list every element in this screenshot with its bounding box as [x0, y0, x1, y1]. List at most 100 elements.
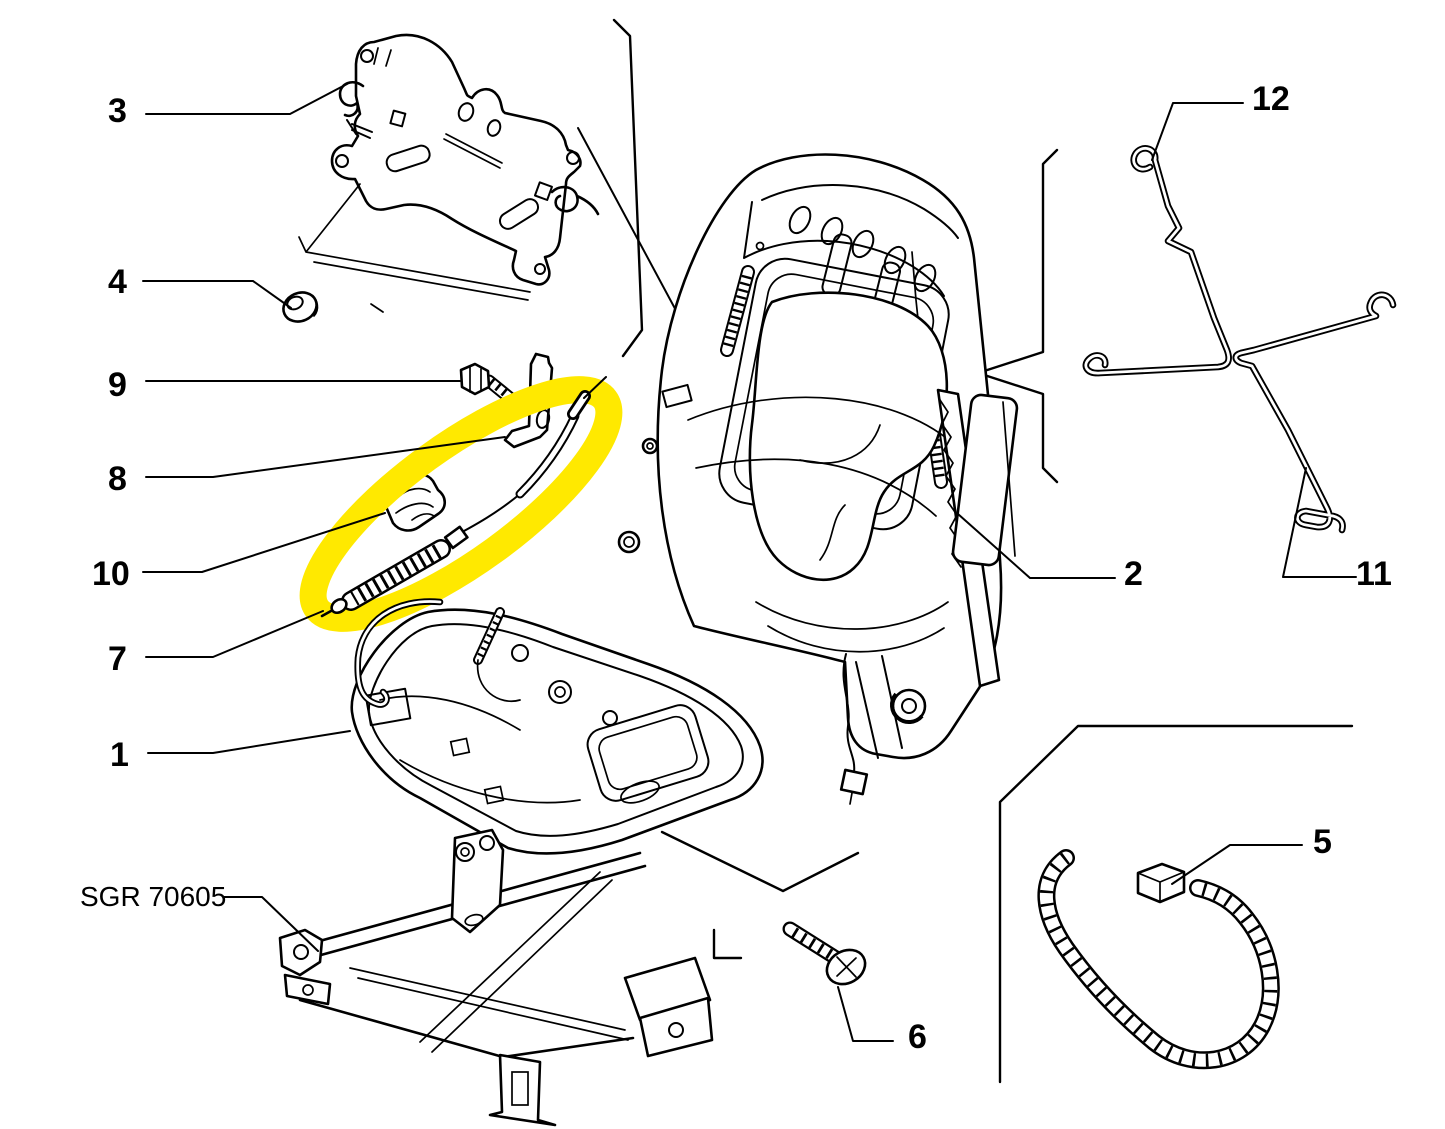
left-spring-coils	[723, 274, 752, 348]
pan-oval-slot	[620, 780, 660, 804]
part-8-bracket-drawing	[503, 352, 554, 449]
part-3-mounting-plate-drawing	[298, 33, 600, 313]
part-5-cable-tie-drawing	[1037, 849, 1280, 1070]
top-bar-hole-5	[913, 263, 937, 293]
callout-12-label: 12	[1252, 80, 1290, 118]
rail-bracket-right-hole	[668, 1022, 684, 1038]
rail-bracket-right-lower	[638, 996, 714, 1058]
backrest-top-bar-upper	[761, 184, 959, 239]
backrest-arm-1	[855, 661, 879, 759]
bracket-outline	[503, 352, 554, 449]
leader-8	[145, 436, 506, 478]
pan-slot-1	[449, 737, 471, 757]
tie-head	[1136, 862, 1186, 904]
wire-11-outline	[1232, 291, 1397, 534]
top-bar-hole-3	[851, 229, 875, 259]
wire-11-core	[1234, 293, 1395, 532]
leader-7	[145, 610, 324, 658]
plug-tail	[849, 792, 853, 805]
release-cable-drop	[842, 653, 856, 773]
pan-outline	[350, 608, 764, 855]
tie-strap-teeth	[1039, 852, 1278, 1067]
pan-window-inner	[598, 715, 698, 791]
cable-sheath-fill	[517, 413, 578, 497]
cable-end-plug	[839, 768, 869, 796]
sgr-reference-label: SGR 70605	[80, 881, 226, 912]
hinge-ear-1	[455, 842, 475, 862]
bushing-edge	[310, 294, 319, 317]
plate-outline	[330, 33, 582, 286]
hinge-foot-hole	[464, 913, 484, 927]
plate-slit	[443, 133, 503, 169]
part-11-wire-spring-drawing	[1232, 291, 1397, 534]
callout-3-label: 3	[108, 92, 127, 130]
leader-4	[142, 280, 292, 309]
tie-head-edges	[1137, 871, 1185, 903]
frame-bracket-bottom-right	[998, 724, 1354, 1084]
backrest-pad	[748, 291, 949, 582]
slide-rail-frame-drawing	[278, 828, 714, 1127]
plate-tick-marks	[373, 47, 392, 67]
pan-wire-tail	[476, 659, 521, 702]
frame-bracket-top-left	[612, 18, 644, 358]
pan-cable-core	[356, 600, 442, 706]
spring-end-loop	[330, 597, 348, 615]
backrest-top-bar-lower	[743, 201, 945, 297]
part-1-seat-pan-drawing	[350, 607, 764, 855]
backrest-rivet-1	[755, 241, 765, 251]
plate-latch-detail	[346, 119, 373, 139]
pivot-wheel-shade	[890, 692, 924, 724]
plate-tab-right	[533, 181, 553, 201]
part-7-highlight-and-cable	[299, 376, 623, 708]
top-bar-hole-1	[788, 205, 812, 235]
wire-12-core	[1084, 146, 1231, 375]
rail-near	[298, 998, 635, 1059]
plate-hole-small-2	[486, 119, 502, 137]
backrest-wires	[687, 396, 959, 653]
plate-slot-left	[385, 144, 431, 173]
cable-tip-wire	[583, 376, 607, 399]
plate-slot-right	[498, 198, 540, 230]
bolt-hex-head	[459, 362, 491, 396]
cable-cap-fill	[569, 392, 589, 418]
hinge-ear-1-hole	[460, 847, 470, 857]
top-bar-hole-4	[883, 245, 907, 275]
rail-foot-left-lower	[283, 973, 332, 1006]
torsion-rod-lines	[298, 183, 531, 313]
cable-adjuster-nut	[443, 525, 469, 550]
callout-5-label: 5	[1313, 823, 1332, 861]
callout-1-label: 1	[110, 736, 129, 774]
callout-9-label: 9	[108, 366, 127, 404]
leader-3	[145, 83, 348, 115]
rail-foot-left-hole	[293, 944, 309, 960]
leader-sgr	[223, 896, 319, 952]
rail-foot-left-lower-hole	[302, 984, 314, 996]
callout-2-label: 2	[1124, 555, 1143, 593]
rail-front-leg-slot	[511, 1071, 529, 1106]
bolster-edge	[1002, 401, 1016, 557]
callout-labels: 3 4 9 8 10 7 1 12 2 11 5 6 SGR 70605	[80, 80, 1392, 1056]
leader-1	[147, 730, 351, 754]
leader-6	[837, 986, 894, 1042]
pivot-wheel-inner	[901, 698, 917, 714]
callout-11-label: 11	[1356, 555, 1392, 593]
pan-hinge-center	[554, 686, 566, 698]
leader-11	[1282, 467, 1357, 578]
pan-bolt	[511, 644, 529, 662]
plate-hole-small-1	[457, 102, 475, 122]
side-nub	[661, 383, 693, 409]
callout-leader-lines	[142, 83, 1357, 1042]
pivot-pin-center	[646, 442, 654, 450]
pan-hinge-hole	[548, 680, 572, 704]
bracket-hole	[535, 409, 551, 429]
rail-cross-members	[349, 871, 629, 1053]
plate-hole-left	[335, 154, 349, 168]
rail-foot-left	[278, 928, 324, 977]
frame-elbow-mark	[712, 928, 743, 960]
pan-contours	[379, 695, 581, 804]
frame-vee-mark	[660, 830, 860, 893]
hinge-ear-2	[479, 835, 495, 851]
callout-10-label: 10	[92, 555, 130, 593]
